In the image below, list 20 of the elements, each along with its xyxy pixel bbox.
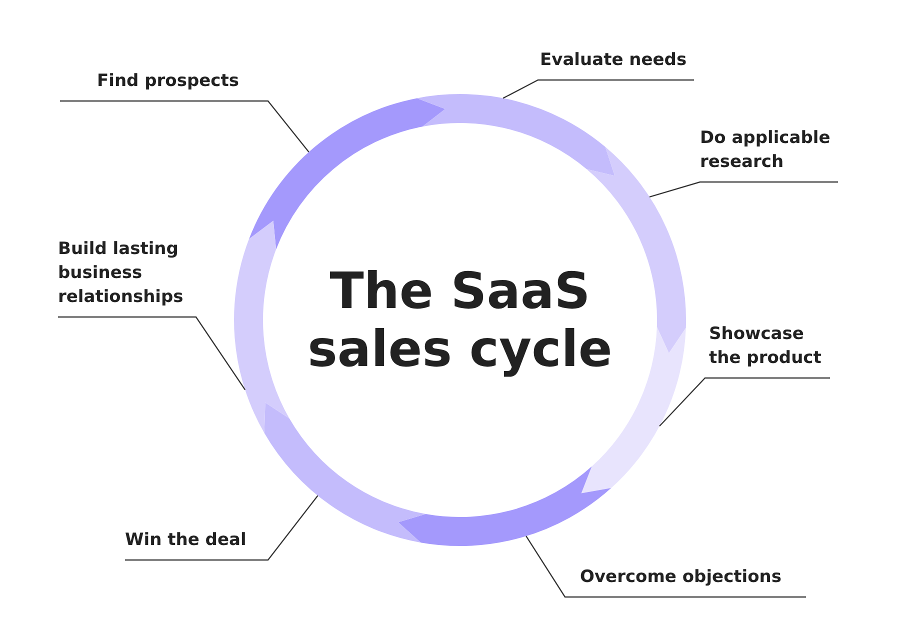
cycle-arrow-segment xyxy=(234,220,290,433)
cycle-arrow-segment xyxy=(249,98,446,250)
step-label: Build lasting business relationships xyxy=(58,237,196,317)
leader-line xyxy=(649,181,838,198)
step-label: Evaluate needs xyxy=(538,48,694,80)
step-label: Do applicable research xyxy=(700,126,838,182)
leader-line xyxy=(526,536,806,598)
step-label: Showcase the product xyxy=(705,322,830,378)
leader-line xyxy=(58,316,246,390)
leader-line xyxy=(502,79,694,99)
step-label: Find prospects xyxy=(60,69,268,101)
cycle-arrow-segment xyxy=(416,94,615,176)
step-label: Win the deal xyxy=(125,528,268,560)
leader-line xyxy=(125,495,318,561)
leader-line xyxy=(60,100,310,152)
cycle-arrow-segment xyxy=(264,402,426,543)
step-label: Overcome objections xyxy=(565,565,806,597)
leader-line xyxy=(659,377,830,427)
cycle-arrow-segment xyxy=(398,466,612,546)
diagram-title: The SaaS sales cycle xyxy=(306,262,614,378)
